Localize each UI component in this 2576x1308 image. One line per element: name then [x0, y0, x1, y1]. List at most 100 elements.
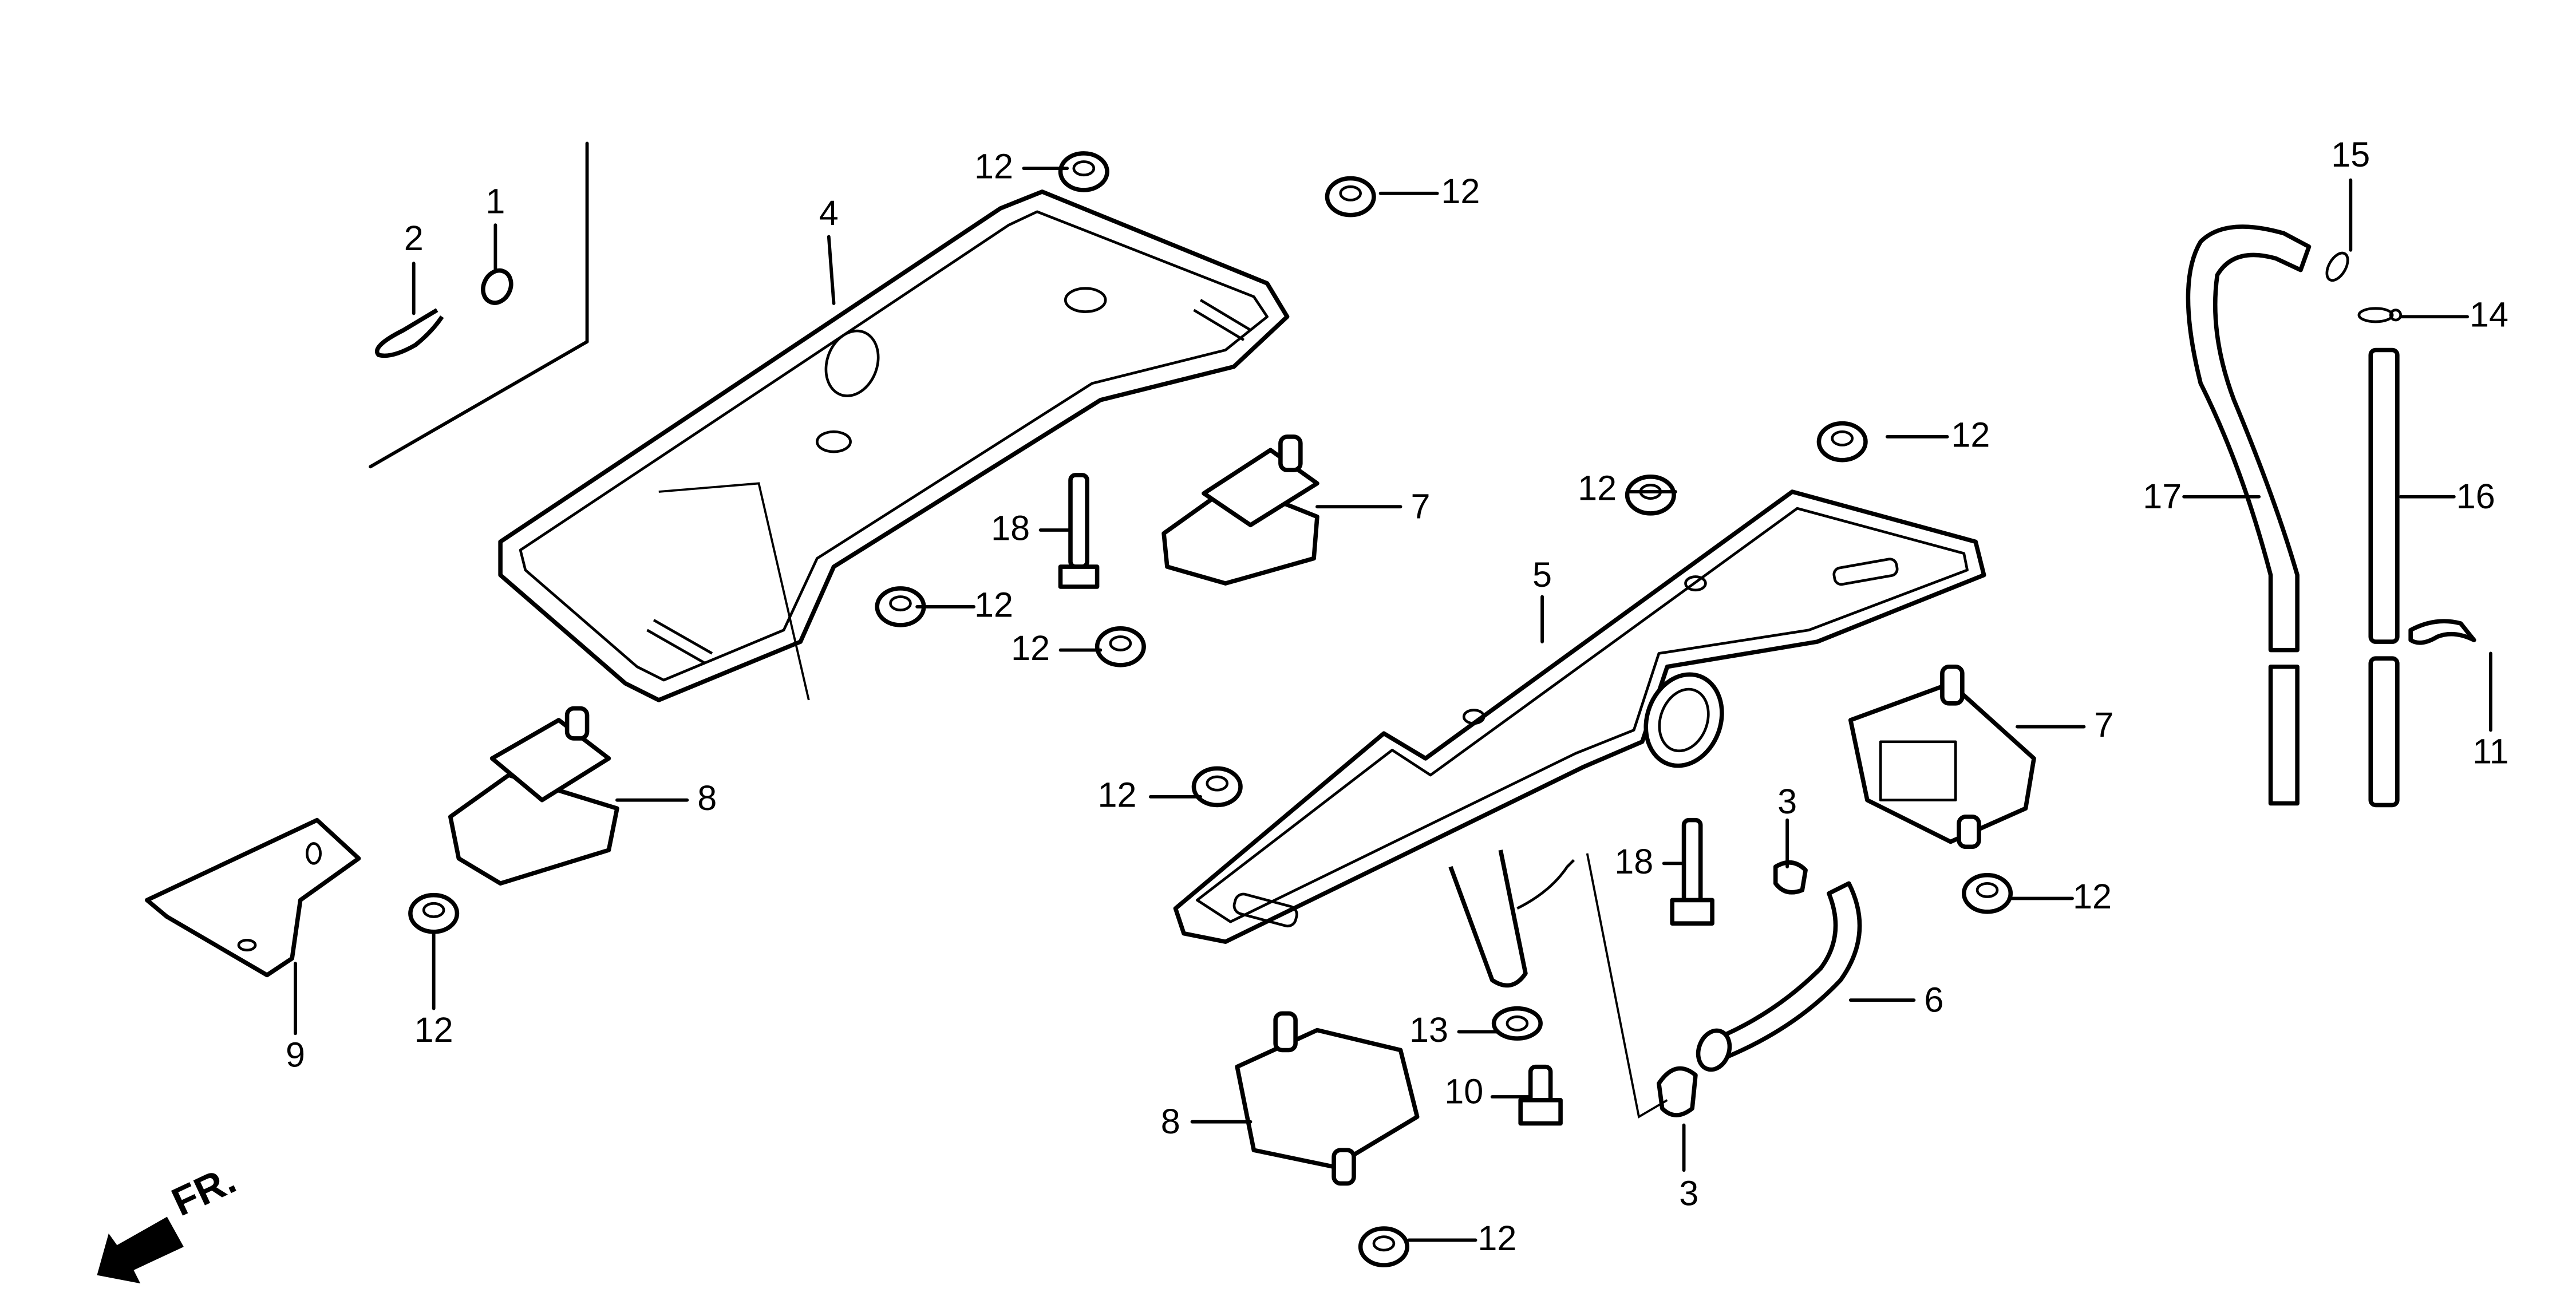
callout-flange-nut: 12	[1098, 775, 1203, 814]
callout-label: 11	[2472, 732, 2508, 771]
callout-label: 7	[1411, 487, 1430, 526]
callout-label: 1	[485, 182, 505, 221]
callout-flange-nut: 12	[2007, 877, 2112, 916]
callout-upper-tray: 4	[819, 193, 839, 305]
front-direction-arrow-icon	[97, 1216, 184, 1284]
inset-boundary	[369, 141, 589, 469]
part-drain-hose	[1696, 881, 1862, 1072]
callout-cap: 1	[485, 182, 505, 272]
callout-drain-hose: 6	[1848, 981, 1943, 1019]
callout-label: 12	[974, 585, 1013, 624]
callout-label: 10	[1444, 1072, 1483, 1111]
part-clip-14	[2357, 307, 2403, 323]
leader-line	[827, 235, 836, 305]
part-bent-tube	[2186, 224, 2312, 806]
callout-label: 12	[414, 1010, 453, 1049]
flange-nut-f	[1095, 626, 1146, 667]
flange-nut-g	[1191, 766, 1243, 808]
part-hose-clamp-a	[1773, 860, 1808, 895]
callout-lower-tray: 5	[1532, 555, 1552, 643]
callout-label: 7	[2094, 705, 2113, 744]
callout-rubber-mount: 8	[1161, 1102, 1253, 1141]
part-clip-15	[2325, 251, 2349, 282]
callout-flange-nut: 12	[915, 585, 1013, 624]
part-bracket-plate	[145, 817, 361, 978]
callout-label: 3	[1777, 782, 1797, 821]
callout-label: 17	[2143, 477, 2182, 516]
part-cap	[481, 268, 513, 305]
part-lower-tray	[1173, 489, 1986, 988]
part-bolt-10	[1518, 1064, 1563, 1126]
callout-label: 12	[1011, 629, 1050, 667]
callout-flange-nut: 12	[1378, 172, 1480, 211]
part-straight-tube	[2368, 347, 2400, 808]
callout-clip: 14	[2399, 295, 2508, 334]
callout-label: 2	[404, 219, 424, 258]
part-hose-clip-11	[2408, 619, 2476, 645]
part-hose-clamp-b	[1657, 1066, 1698, 1117]
part-upper-tray	[498, 189, 1290, 702]
callout-label: 6	[1924, 981, 1943, 1019]
callout-label: 12	[2073, 877, 2112, 916]
callout-label: 16	[2456, 477, 2495, 516]
callout-label: 12	[1951, 415, 1990, 454]
part-rubber-mount-8b	[1235, 1011, 1420, 1186]
part-flange-bolt-18a	[1058, 473, 1100, 589]
part-rubber-mount-7a	[1161, 434, 1319, 586]
callout-label: 12	[1477, 1219, 1516, 1258]
part-washer-13	[1491, 1006, 1543, 1041]
flange-nut-a	[1058, 151, 1109, 192]
callout-bent-tube: 17	[2143, 477, 2261, 516]
part-rubber-mount-8a	[448, 706, 619, 886]
callout-label: 8	[1161, 1102, 1180, 1141]
callout-washer: 13	[1409, 1010, 1499, 1049]
callout-label: 5	[1532, 555, 1552, 594]
callout-hose-clamp: 3	[1679, 1123, 1698, 1212]
flange-nut-j	[1358, 1226, 1409, 1267]
part-rubber-mount-7b	[1848, 664, 2036, 849]
callout-rubber-mount: 7	[1315, 487, 1430, 526]
flange-nut-d	[1625, 475, 1676, 516]
callout-label: 12	[1441, 172, 1480, 211]
callout-hose-clip: 11	[2472, 651, 2509, 771]
callout-flange-nut: 12	[1578, 469, 1677, 508]
callout-flange-nut: 12	[1407, 1219, 1516, 1258]
callout-rubber-mount: 7	[2016, 705, 2113, 744]
flange-nut-i	[1961, 872, 2013, 914]
flange-nuts	[408, 151, 2013, 1267]
callout-label: 12	[1578, 469, 1617, 508]
callout-label: 14	[2470, 295, 2508, 334]
callout-label: 18	[991, 508, 1030, 547]
callout-clip: 2	[404, 219, 424, 315]
callout-label: 12	[974, 147, 1013, 186]
callout-bracket-plate: 9	[286, 962, 305, 1074]
callout-straight-tube: 16	[2399, 477, 2495, 516]
callout-flange-nut: 12	[1011, 629, 1103, 667]
callout-label: 18	[1614, 842, 1653, 881]
leader-hose-line	[1586, 853, 1668, 1119]
callout-flange-nut: 12	[974, 147, 1069, 186]
callout-label: 12	[1098, 775, 1137, 814]
callout-flange-bolt: 18	[991, 508, 1072, 547]
callout-flange-nut: 12	[1885, 415, 1990, 454]
flange-nut-b	[1325, 176, 1376, 218]
direction-label: FR.	[165, 1157, 242, 1224]
part-clip	[374, 308, 444, 358]
callout-label: 9	[286, 1036, 305, 1074]
callout-flange-nut: 12	[414, 931, 453, 1049]
callouts: 1233456778891011121212121212121212121314…	[286, 135, 2509, 1258]
callout-bolt: 10	[1444, 1072, 1532, 1111]
callout-label: 8	[697, 779, 717, 817]
flange-nut-c	[1816, 421, 1868, 463]
callout-label: 15	[2331, 135, 2370, 174]
callout-hose-clamp: 3	[1777, 782, 1797, 869]
callout-label: 13	[1409, 1010, 1448, 1049]
callout-label: 4	[819, 193, 839, 232]
callout-clip: 15	[2331, 135, 2370, 252]
part-flange-bolt-18b	[1670, 817, 1714, 926]
callout-rubber-mount: 8	[615, 779, 717, 817]
callout-label: 3	[1679, 1173, 1698, 1212]
flange-nut-h	[408, 892, 460, 934]
